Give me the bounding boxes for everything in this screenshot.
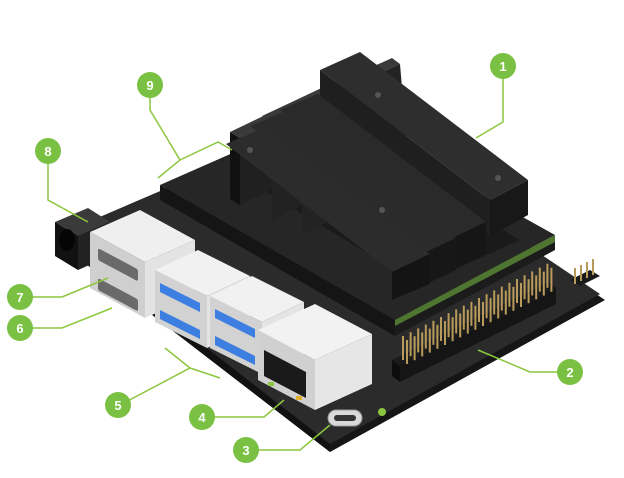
leader-line-2	[477, 349, 566, 373]
gpio-pin	[550, 267, 553, 292]
gpio-pin	[489, 298, 492, 323]
callout-3-label: 3	[242, 443, 249, 458]
leader-line-1	[475, 78, 504, 139]
callout-4-badge	[189, 404, 215, 430]
usb-c-port-icon	[327, 409, 363, 427]
leader-lines	[22, 78, 566, 451]
callout-3: 3	[233, 437, 259, 463]
gpio-pin	[459, 313, 462, 338]
callout-1-badge	[490, 53, 516, 79]
gpio-pin	[432, 320, 435, 345]
gpio-pin	[455, 309, 458, 334]
gpio-pin	[482, 302, 484, 326]
fan-header-icon	[570, 259, 600, 286]
callout-3-badge	[233, 437, 259, 463]
ethernet-port-icon	[258, 304, 372, 410]
gpio-pin	[531, 271, 534, 296]
callout-5-label: 5	[114, 398, 121, 413]
gpio-pins	[402, 263, 553, 364]
callout-8-badge	[35, 138, 61, 164]
leader-line-6	[22, 307, 113, 329]
gpio-pin	[409, 332, 412, 357]
gpio-pin	[508, 282, 511, 307]
leader-line-4	[202, 399, 285, 418]
gpio-pin	[535, 275, 538, 300]
callout-6: 6	[7, 315, 33, 341]
callout-1: 1	[490, 53, 516, 79]
gpio-pin	[546, 263, 549, 288]
callout-7-label: 7	[16, 290, 23, 305]
callout-5: 5	[105, 392, 131, 418]
gpio-pin	[493, 290, 496, 315]
gpio-pin	[462, 305, 465, 330]
heatsink-icon	[226, 52, 528, 300]
gpio-pin	[527, 279, 530, 304]
gpio-pin	[478, 298, 480, 322]
gpio-pin	[466, 309, 469, 334]
gpio-pin	[542, 271, 545, 296]
callout-4: 4	[189, 404, 215, 430]
gpio-pin	[428, 328, 431, 353]
callout-7: 7	[7, 284, 33, 310]
gpio-pin	[424, 324, 427, 349]
callout-6-label: 6	[16, 321, 23, 336]
gpio-pin	[402, 336, 404, 360]
callout-7-badge	[7, 284, 33, 310]
gpio-pin	[451, 317, 454, 342]
leader-line-9b	[179, 141, 233, 161]
leader-line-9	[149, 87, 181, 179]
callout-9-label: 9	[146, 78, 153, 93]
status-led-icon	[378, 408, 386, 416]
gpio-header-icon	[392, 282, 556, 382]
leader-line-5	[119, 367, 221, 406]
callout-2-badge	[557, 359, 583, 385]
gpio-pin	[520, 283, 522, 307]
gpio-pin	[436, 324, 439, 349]
leader-line-5b	[164, 347, 191, 369]
callout-4-label: 4	[198, 410, 206, 425]
gpio-pin	[516, 279, 518, 303]
gpio-pin	[421, 332, 424, 357]
gpio-pin	[474, 305, 477, 330]
gpio-pin	[470, 301, 473, 326]
gpio-pin	[504, 290, 507, 315]
gpio-pin	[406, 340, 408, 364]
gpio-pin	[523, 275, 526, 300]
callout-2: 2	[557, 359, 583, 385]
callout-6-badge	[7, 315, 33, 341]
gpio-pin	[485, 294, 488, 319]
callout-9-badge	[137, 72, 163, 98]
gpio-pin	[413, 336, 416, 361]
callout-8-label: 8	[44, 144, 51, 159]
gpio-pin	[512, 286, 515, 311]
callout-2-label: 2	[566, 365, 573, 380]
leader-line-7	[22, 277, 109, 298]
leader-line-3	[250, 424, 331, 451]
callout-9: 9	[137, 72, 163, 98]
gpio-pin	[444, 321, 446, 345]
gpio-pin	[538, 267, 541, 292]
callout-1-label: 1	[499, 59, 506, 74]
callout-5-badge	[105, 392, 131, 418]
gpio-pin	[497, 294, 500, 319]
leader-line-8	[47, 153, 89, 223]
gpio-pin	[417, 328, 420, 353]
gpio-pin	[500, 286, 503, 311]
gpio-pin	[440, 317, 442, 341]
gpio-pin	[447, 313, 450, 338]
callout-8: 8	[35, 138, 61, 164]
